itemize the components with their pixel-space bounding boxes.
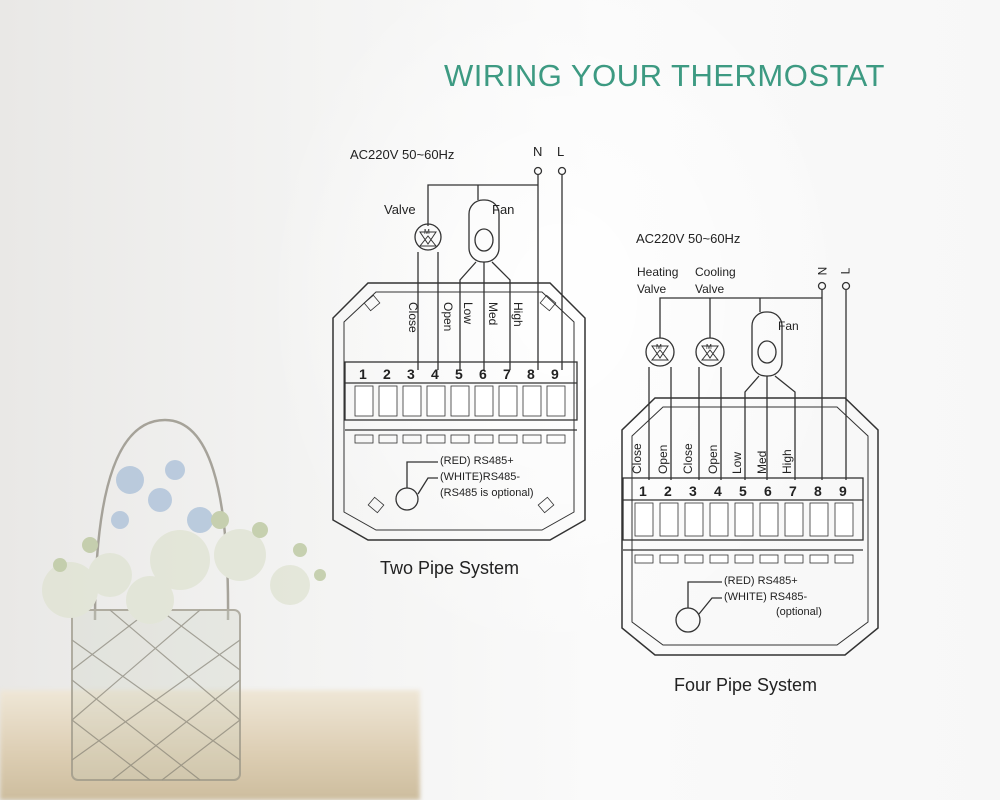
two-pipe-terminal-1: 1: [359, 366, 367, 382]
four-pipe-wire-close-cooling: Close: [681, 443, 695, 474]
live-terminal-icon: [557, 166, 567, 176]
four-pipe-rs485-connector-icon: [675, 607, 701, 633]
cooling-valve-label-line1: Cooling: [695, 265, 736, 279]
cooling-valve-motor-letter: M: [706, 344, 712, 351]
four-pipe-rs485-red: (RED) RS485+: [724, 575, 798, 587]
four-pipe-fan-label: Fan: [778, 319, 799, 333]
four-pipe-neutral-label: N: [815, 266, 830, 276]
two-pipe-terminal-5: 5: [455, 366, 463, 382]
two-pipe-rs485-white: (WHITE)RS485-: [440, 471, 521, 483]
four-pipe-supply-label: AC220V 50~60Hz: [636, 231, 741, 246]
two-pipe-terminal-9: 9: [551, 366, 559, 382]
heating-valve-label-line1: Heating: [637, 265, 679, 279]
four-pipe-terminal-4: 4: [714, 483, 722, 499]
four-pipe-terminal-7: 7: [789, 483, 797, 499]
neutral-terminal-icon: [533, 166, 543, 176]
page-title: WIRING YOUR THERMOSTAT: [444, 58, 885, 93]
four-pipe-rs485-white: (WHITE) RS485-: [724, 591, 808, 603]
four-pipe-wire-open-cooling: Open: [706, 444, 720, 474]
wooden-shelf: [0, 690, 420, 800]
four-pipe-terminal-8: 8: [814, 483, 822, 499]
four-pipe-terminal-2: 2: [664, 483, 672, 499]
heating-valve-label-line2: Valve: [637, 282, 667, 296]
flower-vase-photo: [42, 418, 326, 781]
four-pipe-terminal-1: 1: [639, 483, 647, 499]
two-pipe-terminal-2: 2: [383, 366, 391, 382]
two-pipe-terminal-3: 3: [407, 366, 415, 382]
four-pipe-rs485-note: (optional): [776, 606, 822, 618]
four-pipe-neutral-terminal-icon: [817, 281, 827, 291]
two-pipe-supply-label: AC220V 50~60Hz: [350, 147, 455, 162]
four-pipe-wire-low: Low: [730, 451, 744, 474]
four-pipe-wire-open-heating: Open: [656, 444, 670, 474]
four-pipe-caption: Four Pipe System: [674, 675, 818, 695]
four-pipe-terminal-9: 9: [839, 483, 847, 499]
two-pipe-terminal-8: 8: [527, 366, 535, 382]
cooling-valve-label-line2: Valve: [695, 282, 725, 296]
heating-valve-motor-letter: M: [656, 344, 662, 351]
two-pipe-motor-letter: M: [424, 229, 430, 236]
two-pipe-live-label: L: [557, 144, 565, 159]
two-pipe-rs485-red: (RED) RS485+: [440, 455, 514, 467]
four-pipe-terminal-5: 5: [739, 483, 747, 499]
two-pipe-terminal-6: 6: [479, 366, 487, 382]
two-pipe-valve-label: Valve: [384, 202, 416, 217]
four-pipe-wire-close-heating: Close: [630, 443, 644, 474]
four-pipe-live-terminal-icon: [841, 281, 851, 291]
four-pipe-terminal-3: 3: [689, 483, 697, 499]
four-pipe-terminal-6: 6: [764, 483, 772, 499]
valve-motor-icon: [414, 223, 442, 251]
four-pipe-wire-high: High: [780, 449, 794, 474]
two-pipe-rs485-note: (RS485 is optional): [440, 487, 534, 499]
heating-valve-motor-icon: [645, 337, 675, 367]
two-pipe-neutral-label: N: [533, 144, 543, 159]
cooling-valve-motor-icon: [695, 337, 725, 367]
four-pipe-wire-med: Med: [755, 450, 769, 474]
four-pipe-live-label: L: [838, 267, 853, 275]
two-pipe-terminal-4: 4: [431, 366, 439, 382]
two-pipe-caption: Two Pipe System: [380, 558, 520, 578]
two-pipe-fan-label: Fan: [492, 202, 515, 217]
two-pipe-terminal-7: 7: [503, 366, 511, 382]
